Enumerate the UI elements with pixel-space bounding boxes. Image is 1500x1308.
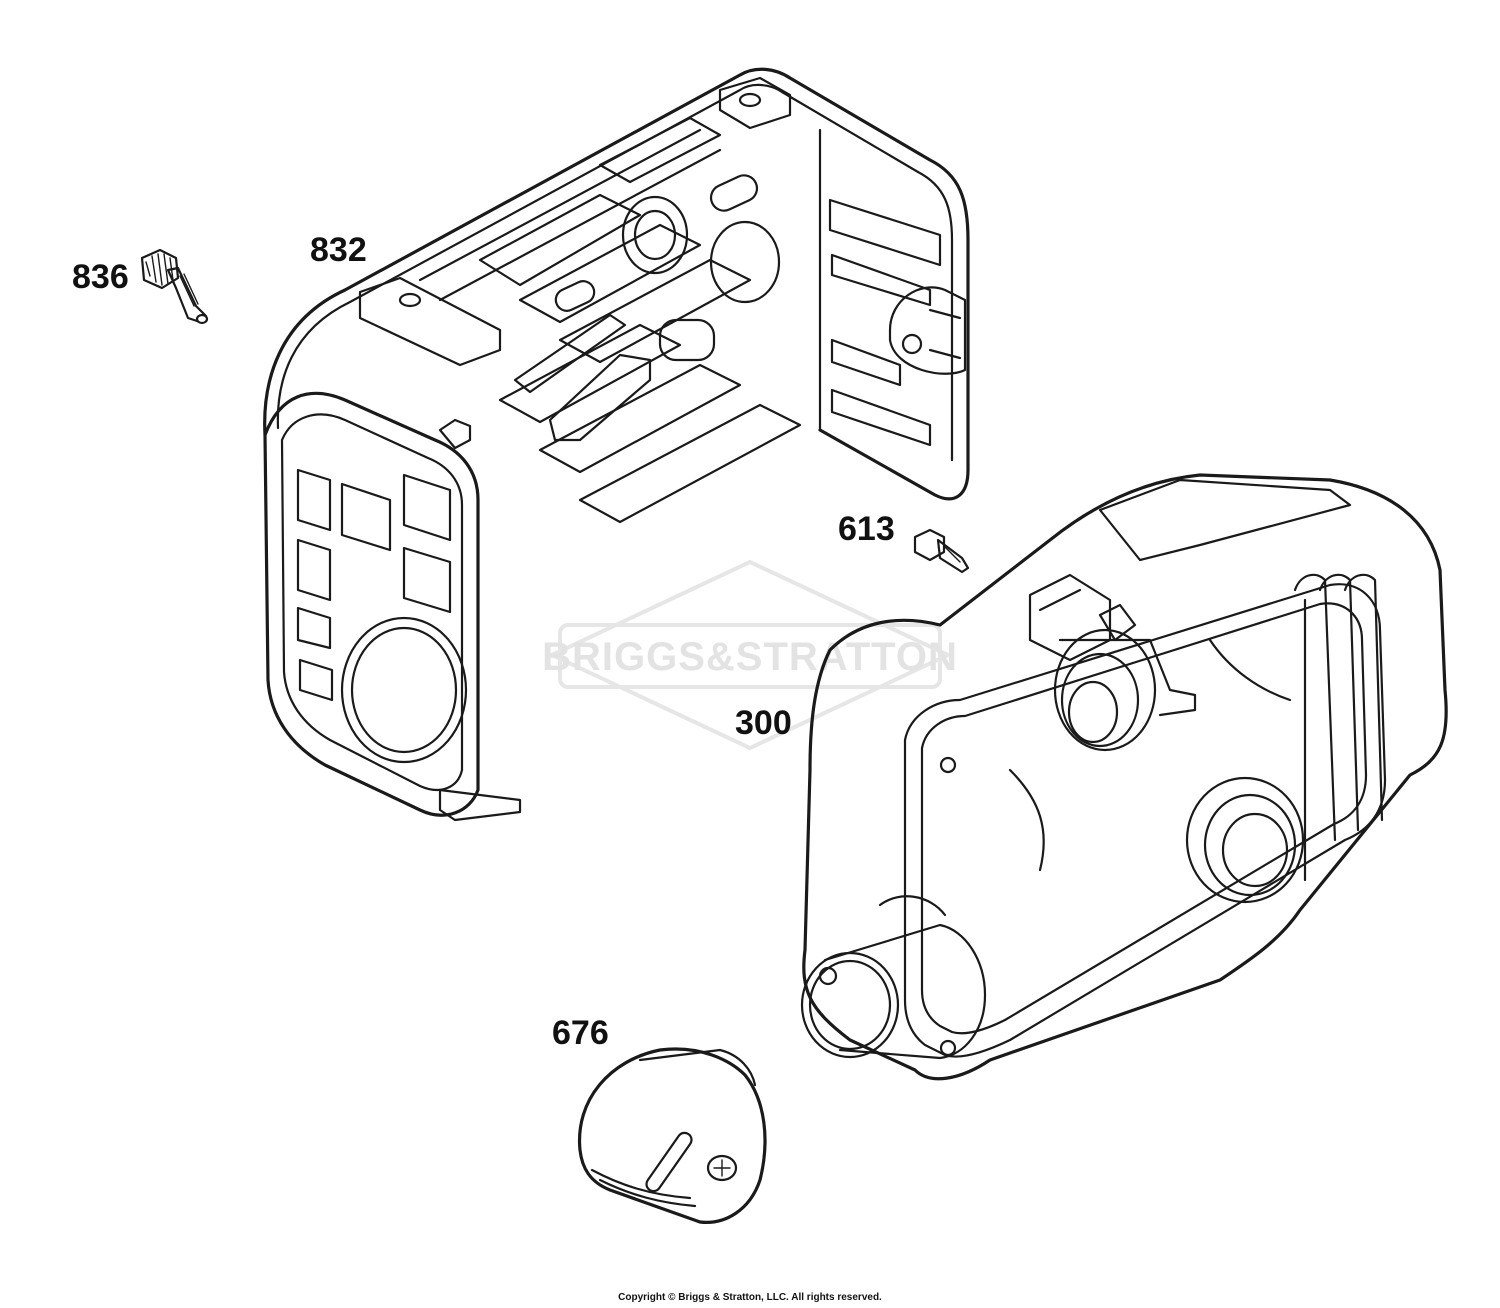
muffler-guard-icon — [263, 67, 970, 822]
flange-nut-icon — [140, 248, 209, 325]
part-label-300[interactable]: 300 — [735, 704, 792, 742]
part-label-832[interactable]: 832 — [310, 231, 367, 269]
spark-arrester-cap-icon — [577, 1047, 767, 1224]
part-label-836[interactable]: 836 — [72, 258, 129, 296]
watermark-logo: BRIGGS&STRATTON — [542, 559, 958, 751]
part-label-676[interactable]: 676 — [552, 1014, 609, 1052]
watermark-text: BRIGGS&STRATTON — [542, 635, 958, 679]
part-label-613[interactable]: 613 — [838, 510, 895, 548]
copyright-notice: Copyright © Briggs & Stratton, LLC. All … — [618, 1292, 882, 1303]
muffler-icon — [800, 473, 1448, 1081]
bolt-icon — [913, 528, 970, 574]
